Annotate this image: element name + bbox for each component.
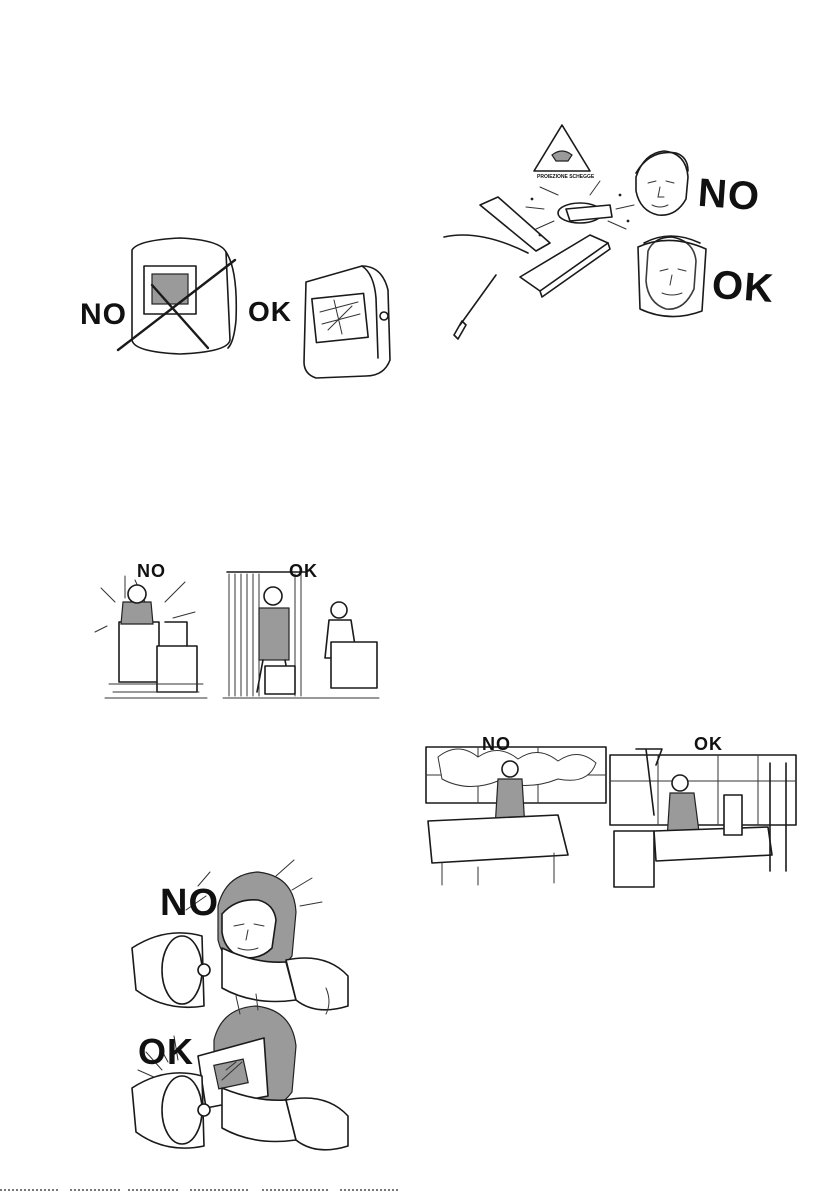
- workshop-illustrations: [418, 735, 803, 895]
- grinding-no-label: NO: [697, 173, 762, 217]
- workshop-no-label: NO: [482, 735, 511, 753]
- workshop-ok-label: OK: [694, 735, 723, 753]
- welder-no-label: NO: [160, 884, 219, 922]
- cut-off-text-strip: [0, 1184, 840, 1192]
- workshop-panel: NO OK: [418, 735, 803, 895]
- grinding-ok-label: OK: [711, 265, 776, 309]
- grinding-panel: PROIEZIONE SCHEGGE NO OK: [440, 125, 790, 350]
- curtain-panel: NO OK: [95, 562, 380, 704]
- mask-no-label: NO: [80, 300, 127, 330]
- curtain-illustrations: [95, 562, 380, 704]
- grinding-sign-text: PROIEZIONE SCHEGGE: [537, 175, 594, 180]
- curtain-ok-label: OK: [289, 562, 318, 580]
- mask-ok-label: OK: [248, 298, 292, 326]
- welder-panel: NO OK: [126, 856, 366, 1161]
- grinding-illustrations: [440, 125, 790, 350]
- curtain-no-label: NO: [137, 562, 166, 580]
- mask-panel: NO OK: [70, 230, 400, 390]
- welder-ok-label: OK: [138, 1034, 194, 1070]
